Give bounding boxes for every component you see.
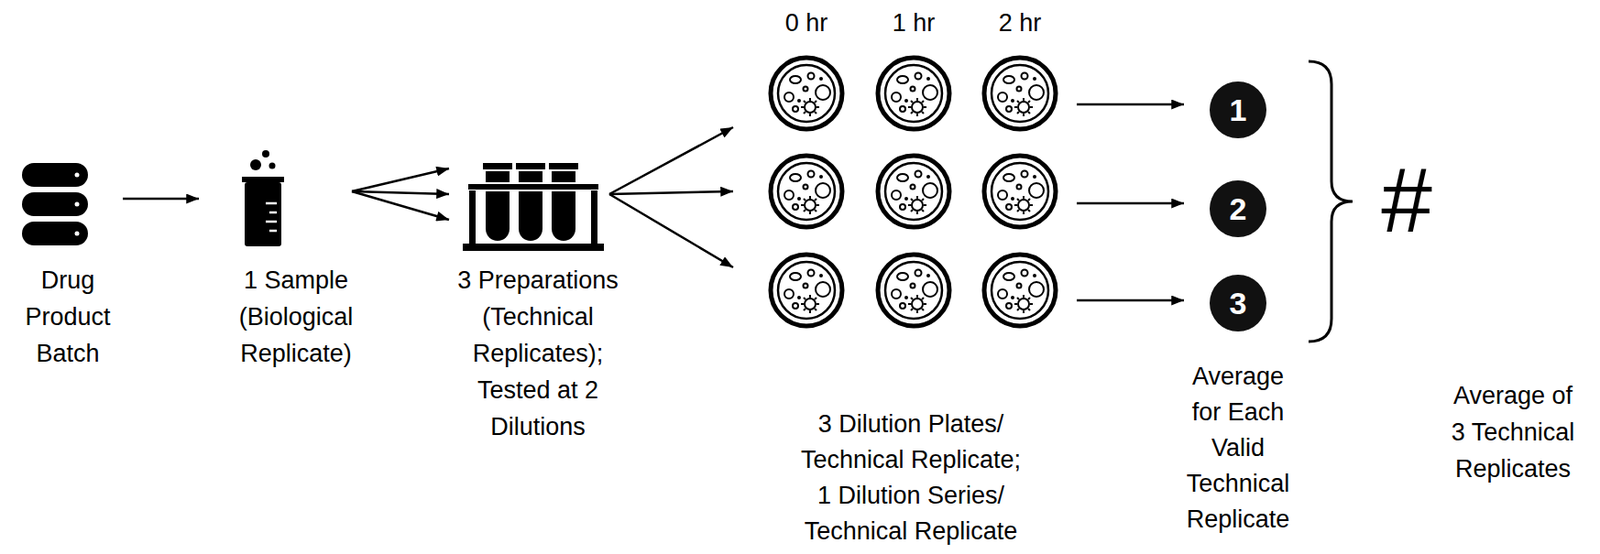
test-tube-rack-icon (462, 243, 604, 252)
time-label: 2 hr (978, 4, 1062, 42)
petri-dish-grid (877, 254, 950, 327)
node-label: 1 Sample (Biological Replicate) (231, 262, 361, 373)
test-tube-rack-icon (467, 183, 600, 191)
test-tube-rack-icon (548, 163, 579, 170)
database-icon (75, 231, 80, 237)
connector-group (1076, 203, 1184, 205)
arrow-connector (1076, 202, 1184, 206)
beaker-icon (265, 203, 277, 231)
curly-bracket (1308, 61, 1353, 342)
node-label: Drug Product Batch (10, 262, 126, 373)
connector-group (122, 198, 199, 200)
replicate-circle: 1 (1209, 81, 1267, 139)
petri-dish-grid (770, 57, 1056, 327)
petri-dish-grid (770, 254, 843, 327)
database-icon (21, 163, 88, 187)
petri-dish-grid (984, 57, 1056, 130)
test-tube-rack-icon (551, 171, 576, 242)
arrow-connector (351, 191, 450, 220)
arrow-connector (609, 191, 734, 195)
node-label: 3 Preparations (Technical Replicates); T… (446, 262, 630, 446)
time-label: 1 hr (872, 4, 955, 42)
arrow-connector (351, 168, 450, 192)
database-icon (21, 192, 88, 217)
database-icon (21, 221, 88, 246)
test-tube-rack-icon (515, 163, 546, 170)
connector-group (351, 191, 450, 220)
test-tube-rack-icon (482, 163, 513, 170)
connector-group (609, 127, 734, 195)
database-icon (75, 202, 80, 208)
test-tube-rack-icon (518, 171, 543, 242)
replicate-number: 1 (1229, 91, 1248, 129)
connector-group (609, 191, 734, 195)
connector-group (1076, 104, 1184, 106)
database-icon (21, 163, 88, 246)
arrow-connector (1076, 299, 1184, 303)
beaker-icon (262, 150, 270, 158)
connector-group (1076, 300, 1184, 302)
caption-text: Average of 3 Technical Replicates (1446, 377, 1580, 488)
test-tube-node: 3 Preparations (Technical Replicates); T… (462, 161, 604, 252)
database-node: Drug Product Batch (21, 163, 88, 246)
plate-grid-node: 3 Dilution Plates/ Technical Replicate; … (768, 55, 1058, 329)
node-label: 3 Dilution Plates/ Technical Replicate; … (794, 406, 1028, 550)
test-tube-rack-icon (462, 163, 604, 252)
test-tube-rack-icon (485, 171, 510, 242)
test-tube-rack-icon (469, 190, 476, 244)
replicate-circle: 2 (1209, 180, 1267, 238)
beaker-icon (241, 176, 285, 183)
connector-group (351, 168, 450, 192)
arrow-connector (609, 194, 734, 268)
petri-dish-grid (984, 155, 1056, 228)
time-label: 0 hr (765, 4, 848, 42)
test-tube-rack-icon (591, 190, 598, 244)
connector-group (609, 194, 734, 268)
beaker-icon (244, 182, 282, 247)
beaker-icon (250, 159, 262, 171)
arrow-connector (351, 191, 450, 195)
replicate-number: 3 (1229, 284, 1248, 322)
arrow-connector (122, 197, 199, 201)
petri-dish-grid (877, 155, 950, 228)
petri-dish-grid (877, 57, 950, 130)
beaker-icon (269, 163, 276, 170)
database-icon (75, 173, 80, 178)
beaker-icon (241, 150, 285, 247)
caption-text: Average for Each Valid Technical Replica… (1179, 359, 1297, 538)
connector-group (351, 191, 450, 195)
arrow-connector (1076, 103, 1184, 107)
beaker-node: 1 Sample (Biological Replicate) (242, 151, 284, 247)
result-symbol: # (1356, 153, 1458, 246)
petri-dish-grid (770, 57, 843, 130)
arrow-connector (609, 127, 734, 195)
petri-dish-grid (770, 155, 843, 228)
replicate-circle: 3 (1209, 274, 1267, 332)
replicate-number: 2 (1229, 190, 1248, 228)
petri-dish-grid (984, 254, 1056, 327)
